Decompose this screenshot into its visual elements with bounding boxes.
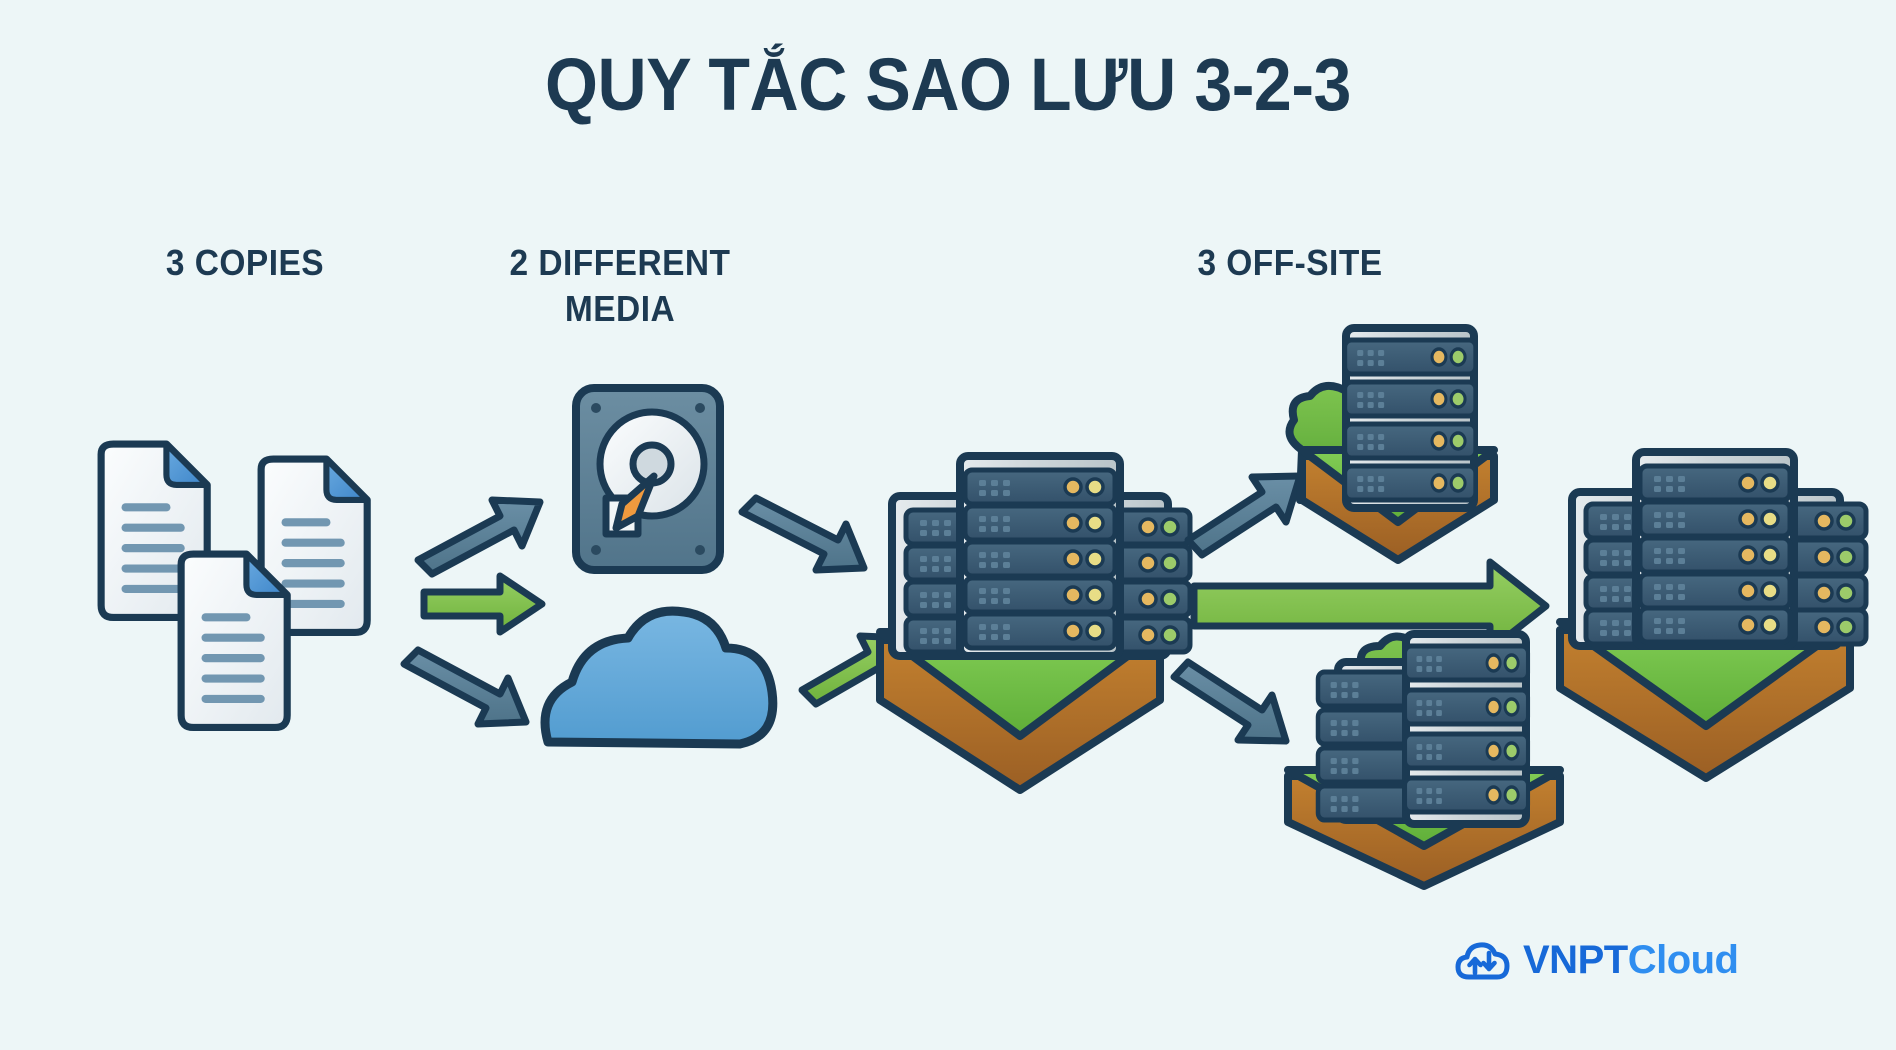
page-title: QUY TẮC SAO LƯU 3-2-3 — [545, 43, 1351, 126]
offsite-server-bottom-icon — [1284, 630, 1564, 890]
offsite-server-top-icon — [1285, 324, 1498, 564]
datacenter-final-icon — [1556, 448, 1866, 782]
arrow-center-to-final — [1190, 558, 1550, 654]
section-label-media-line1: 2 DIFFERENT — [509, 242, 731, 283]
offsite-bottom-rack-back — [1402, 630, 1528, 828]
rack-center — [956, 452, 1124, 660]
section-label-media: 2 DIFFERENT MEDIA — [453, 240, 788, 332]
offsite-top-rack — [1342, 324, 1478, 512]
vnpt-cloud-logo: VNPTCloud — [1455, 938, 1739, 983]
cloud-sync-icon — [1455, 941, 1510, 979]
arrow-drive-to-center — [738, 494, 868, 574]
arrow-docs-to-cloud — [400, 646, 530, 728]
logo-wordmark: VNPTCloud — [1523, 938, 1739, 983]
arrow-docs-to-drive — [414, 496, 544, 578]
arrow-center-to-offsite-top — [1184, 472, 1304, 559]
cloud-storage-icon — [540, 606, 778, 749]
document-stack-icon — [101, 444, 367, 727]
arrow-center-to-offsite-bottom — [1170, 658, 1290, 745]
document-front — [181, 554, 287, 727]
section-label-copies: 3 COPIES — [165, 242, 325, 283]
arrow-docs-to-middle — [420, 572, 546, 636]
datacenter-primary-icon — [876, 452, 1190, 794]
hard-disk-drive-icon — [572, 384, 724, 574]
logo-brand: VNPT — [1523, 938, 1628, 982]
section-label-offsite: 3 OFF-SITE — [1197, 242, 1383, 283]
logo-product: Cloud — [1627, 938, 1739, 982]
final-rack-center — [1632, 448, 1798, 650]
section-label-media-line2: MEDIA — [564, 288, 676, 330]
